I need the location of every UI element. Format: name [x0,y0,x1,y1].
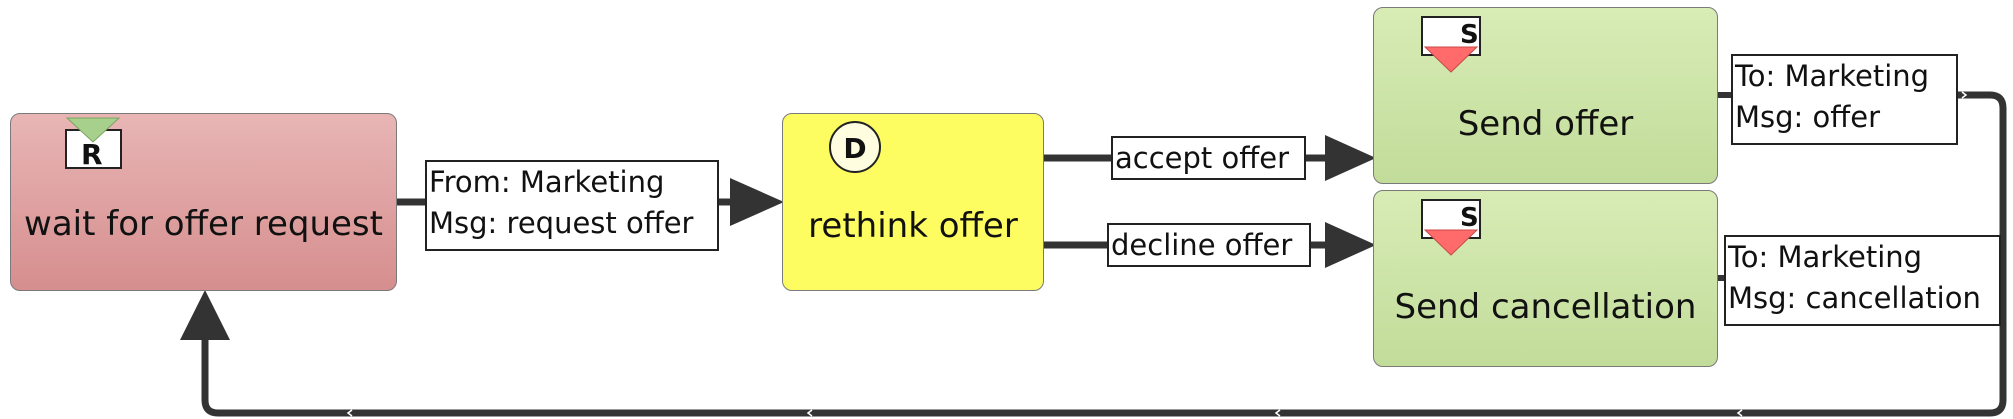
state-label-send-cancellation: Send cancellation [1394,287,1697,327]
message-incoming-line2: Msg: request offer [429,205,694,240]
edge-return-loop [201,91,2007,417]
decision-icon: D [829,121,881,173]
state-label-send-offer: Send offer [1457,104,1634,144]
receive-message-icon: R [65,117,122,171]
message-incoming-line1: From: Marketing [429,165,665,199]
state-send-offer[interactable]: S Send offer [1373,7,1718,184]
send-cancellation-badge-letter: S [1460,203,1479,233]
edge-label-decline: decline offer [1107,223,1311,267]
message-box-offer: To: Marketing Msg: offer [1731,54,1958,145]
arrowhead-to-send-offer [1325,135,1376,181]
state-wait-for-offer-request[interactable]: R wait for offer request [10,113,397,291]
send-cancellation-icon: S [1421,199,1481,256]
state-label-rethink: rethink offer [808,206,1018,246]
message-offer-line1: To: Marketing [1735,59,1930,93]
state-send-cancellation[interactable]: S Send cancellation [1373,190,1718,367]
arrowhead-to-send-cancellation [1325,222,1376,268]
message-box-cancellation: To: Marketing Msg: cancellation [1724,235,2001,326]
state-label-wait: wait for offer request [24,204,383,244]
message-box-incoming: From: Marketing Msg: request offer [425,160,719,251]
message-cancellation-line2: Msg: cancellation [1728,280,1981,315]
decision-badge-letter: D [843,132,866,165]
arrowhead-to-wait [180,290,230,340]
send-offer-badge-letter: S [1460,20,1479,50]
receive-badge-letter: R [81,138,103,171]
send-message-icon: S [1421,16,1481,73]
state-rethink-offer[interactable]: D rethink offer [782,113,1044,291]
arrowhead-to-rethink [730,178,784,226]
message-offer-line2: Msg: offer [1735,99,1881,134]
message-cancellation-line1: To: Marketing [1728,240,1923,274]
edge-label-accept: accept offer [1111,136,1306,180]
